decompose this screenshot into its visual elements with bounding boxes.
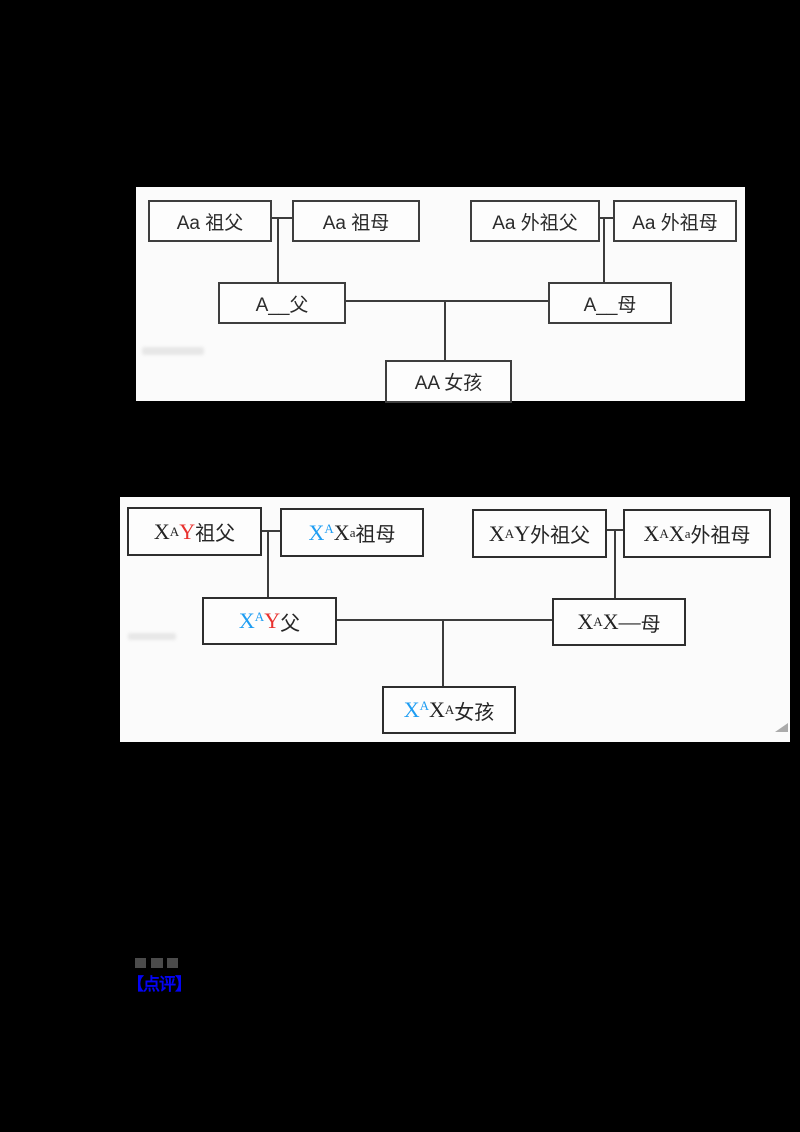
genotype-letter: X <box>308 519 325 545</box>
obscured-text-fragment <box>151 958 163 968</box>
kinship-label: 外祖父 <box>530 525 591 547</box>
node-label: Aa 祖父 <box>176 212 244 234</box>
genotype-letter: X <box>333 519 350 545</box>
node-father: A__父 <box>218 282 346 324</box>
obscured-text-fragment <box>135 958 146 968</box>
node-label: A__父 <box>255 294 309 316</box>
scan-artifact <box>142 347 204 355</box>
superscript-allele: A <box>254 609 265 624</box>
connector-line <box>277 217 279 282</box>
genotype-letter: Y <box>514 520 531 546</box>
kinship-label: 祖母 <box>355 524 396 546</box>
connector-line <box>442 619 444 686</box>
node-mother: A__母 <box>548 282 672 324</box>
node-label: AA 女孩 <box>414 373 483 394</box>
genotype-letter: X <box>577 609 594 634</box>
genotype-letter: X <box>668 520 685 546</box>
genotype-letter: Y <box>179 518 196 544</box>
connector-line <box>268 217 292 219</box>
node-label: Aa 外祖母 <box>632 212 718 234</box>
kinship-label: 祖父 <box>195 523 236 545</box>
genotype-letter: Y <box>264 608 281 633</box>
kinship-label: 母 <box>640 613 661 636</box>
genotype-letter: X <box>643 520 660 546</box>
kinship-label: 父 <box>280 612 301 635</box>
genotype-letter: X <box>602 609 619 634</box>
genotype-letter: X <box>403 697 420 722</box>
genotype-letter: X <box>238 608 255 633</box>
obscured-text-fragment <box>167 958 178 968</box>
superscript-allele: A <box>324 520 334 536</box>
node-label: A__母 <box>583 294 637 316</box>
connector-line <box>267 530 269 597</box>
connector-line <box>444 300 446 360</box>
connector-line <box>258 530 280 532</box>
connector-line <box>596 217 614 219</box>
section-label: 【点评】 <box>127 975 192 994</box>
connector-line <box>614 529 616 598</box>
connector-line <box>603 217 605 282</box>
pedigree-diagram-autosomal: Aa 祖父 Aa 祖母 Aa 外祖父 Aa 外祖母 A__父 A__母 AA 女… <box>136 187 745 403</box>
kinship-label: 女孩 <box>454 701 495 724</box>
node-paternal-grandfather: Aa 祖父 <box>148 200 272 242</box>
node-label: Aa 祖母 <box>322 212 390 234</box>
unknown-allele-dash: — <box>618 609 641 634</box>
node-label: Aa 外祖父 <box>492 212 578 234</box>
genotype-letter: X <box>153 518 170 544</box>
genotype-letter: X <box>429 697 445 722</box>
genotype-letter: X <box>488 520 505 546</box>
resize-handle-icon[interactable] <box>775 723 788 732</box>
kinship-label: 外祖母 <box>690 525 751 547</box>
node-maternal-grandmother: Aa 外祖母 <box>613 200 737 242</box>
node-maternal-grandfather: Aa 外祖父 <box>470 200 600 242</box>
node-paternal-grandmother: Aa 祖母 <box>292 200 420 242</box>
superscript-allele: A <box>419 698 429 713</box>
scan-artifact <box>128 633 176 640</box>
node-girl: AA 女孩 <box>385 360 512 403</box>
connector-line <box>603 529 623 531</box>
